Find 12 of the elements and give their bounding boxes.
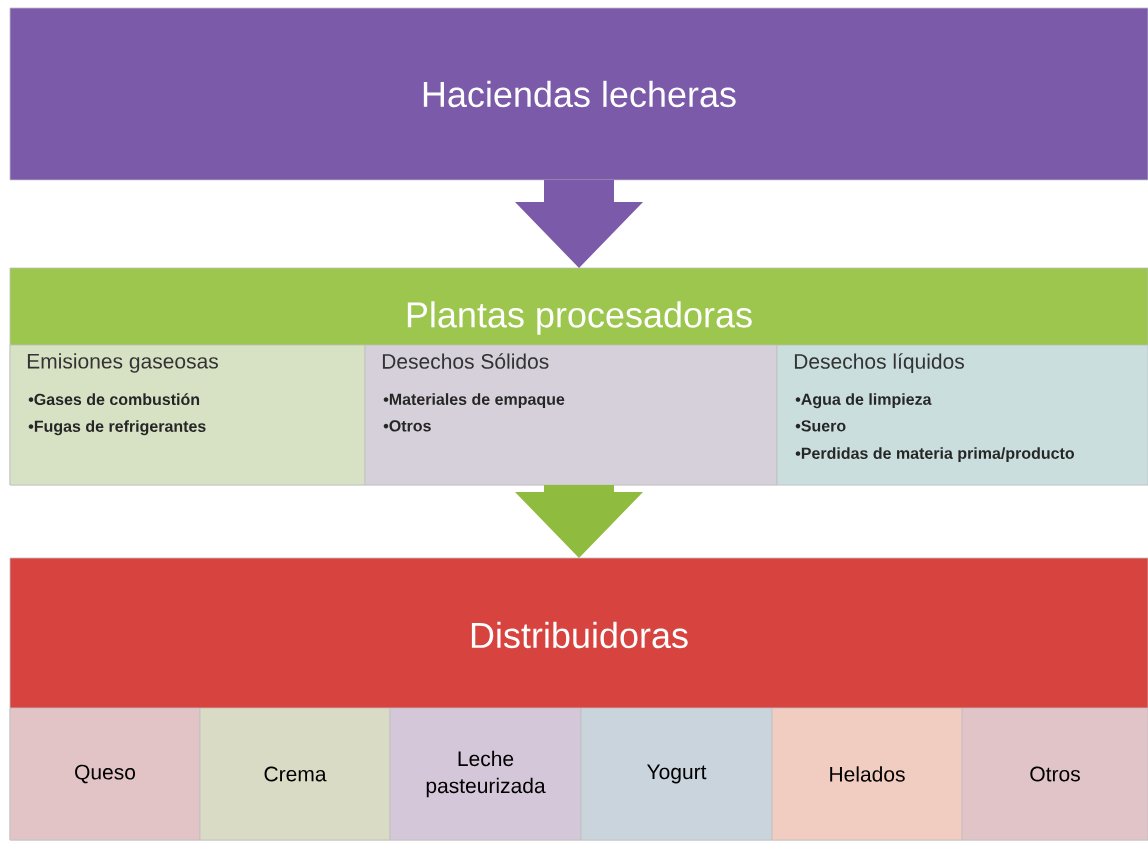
- block-arrow: [515, 180, 643, 268]
- category-box: Emisiones gaseosas •Gases de combustión •Fugas de refrigerantes: [9, 344, 366, 486]
- product-cell: Queso: [9, 707, 201, 841]
- category-box: Desechos líquidos •Agua de limpieza •Suero •Perdidas de materia prima/producto: [776, 344, 1148, 486]
- product-cell: Otros: [961, 707, 1148, 841]
- product-cell: Helados: [771, 707, 963, 841]
- product-cell: Yogurt: [580, 707, 773, 841]
- stage-band: Haciendas lecheras: [9, 7, 1148, 181]
- product-cell: Crema: [199, 707, 391, 841]
- block-arrow: [515, 485, 643, 558]
- product-cell: Leche pasteurizada: [389, 707, 582, 841]
- category-box: Desechos Sólidos •Materiales de empaque •Otros: [364, 344, 778, 486]
